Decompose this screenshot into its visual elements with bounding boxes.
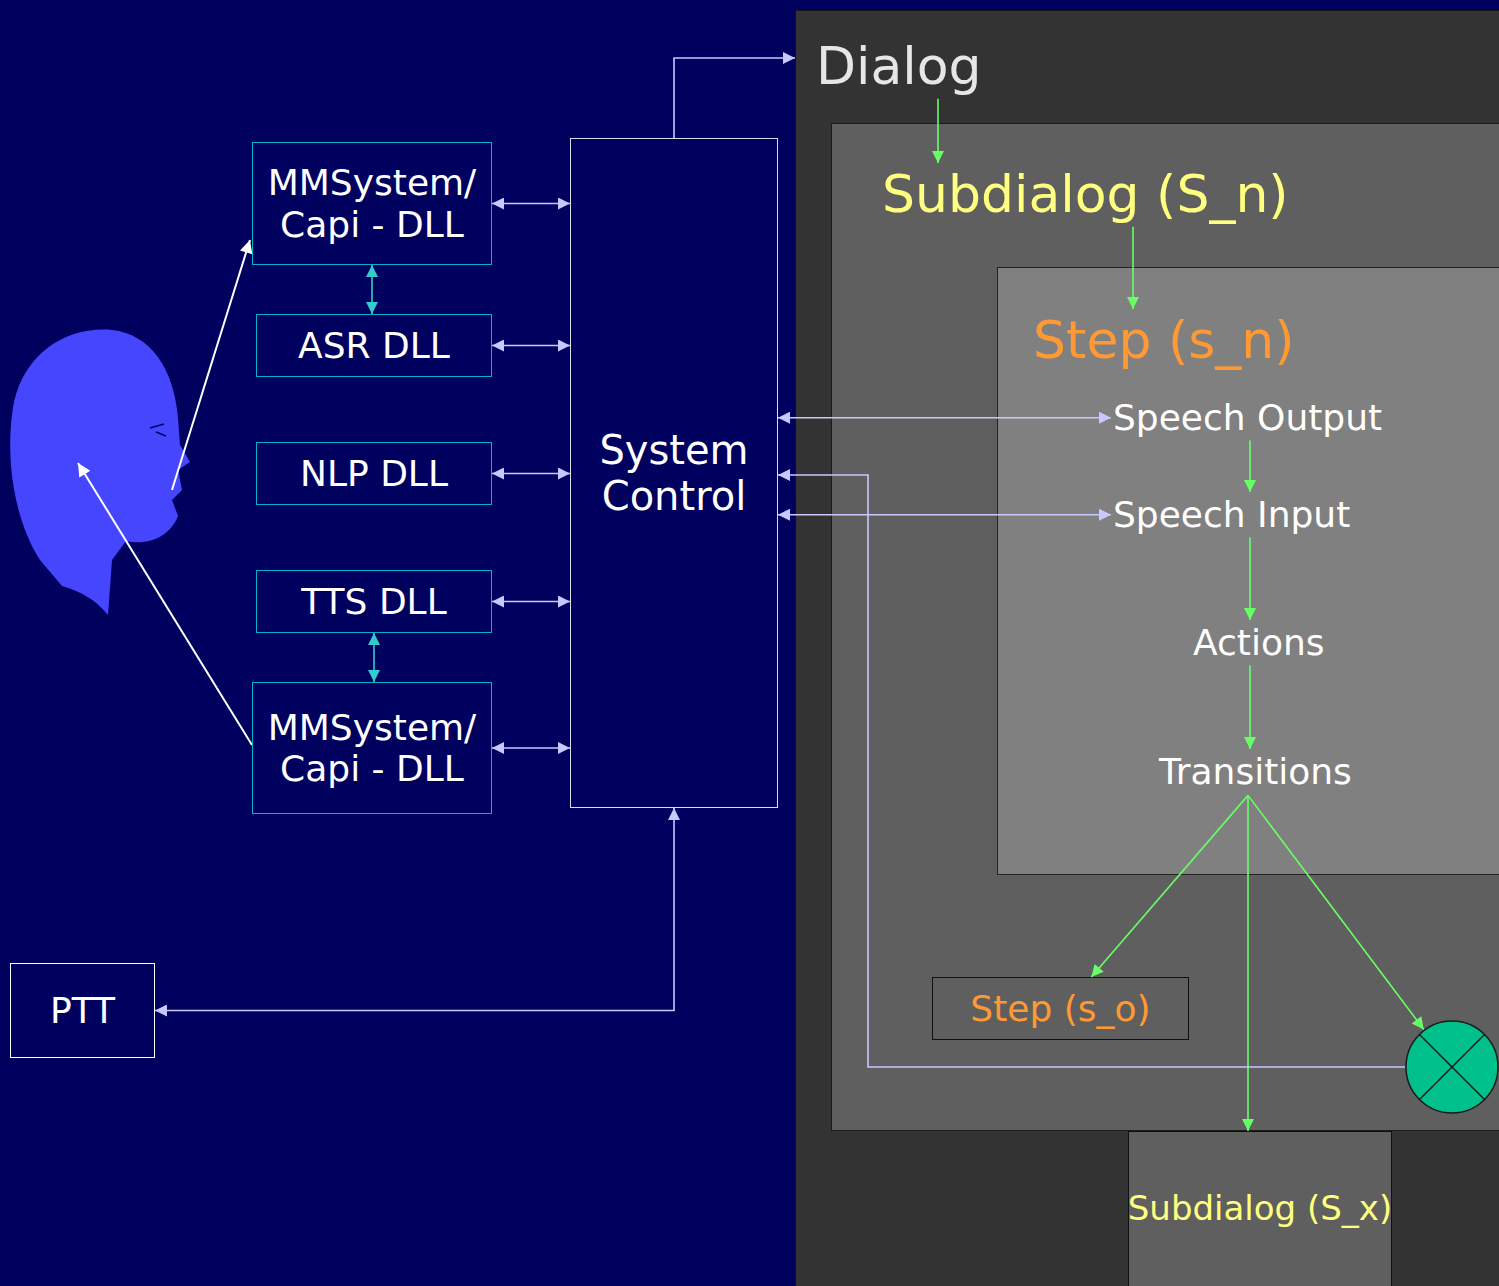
connector xyxy=(492,203,570,205)
connector xyxy=(1249,665,1251,749)
node-label: NLP DLL xyxy=(300,453,448,494)
dll-box: MMSystem/ Capi - DLL xyxy=(252,142,492,265)
dll-box: ASR DLL xyxy=(256,314,492,377)
step-stage: Speech Output xyxy=(1113,397,1382,438)
node-label: Speech Output xyxy=(1113,397,1382,438)
panel-heading: Subdialog (S_n) xyxy=(882,165,1289,225)
connector xyxy=(1249,537,1251,620)
connector xyxy=(492,747,570,749)
signal-arrow xyxy=(172,240,250,490)
exit-symbol xyxy=(1405,1020,1499,1114)
connector xyxy=(1248,795,1424,1029)
node-label: Subdialog (S_x) xyxy=(1128,1189,1392,1228)
step-stage: Actions xyxy=(1193,622,1325,663)
panel-heading: Step (s_n) xyxy=(1033,311,1295,371)
dll-box: NLP DLL xyxy=(256,442,492,505)
ptt-box: PTT xyxy=(10,963,155,1058)
merge-circle xyxy=(1405,1020,1499,1114)
head-silhouette xyxy=(10,330,190,615)
node-label: System Control xyxy=(579,427,769,519)
connector xyxy=(674,58,795,138)
node-label: PTT xyxy=(50,990,115,1031)
connector xyxy=(492,473,570,475)
signal-arrow xyxy=(78,463,252,745)
node-label: MMSystem/ Capi - DLL xyxy=(261,707,483,790)
connector xyxy=(371,265,373,314)
connector xyxy=(1249,440,1251,492)
dll-box: MMSystem/ Capi - DLL xyxy=(252,682,492,814)
subdialog-box: Subdialog (S_x) xyxy=(1128,1131,1392,1286)
connector xyxy=(1091,795,1248,977)
connector xyxy=(778,514,1111,516)
connector xyxy=(778,417,1111,419)
node-label: MMSystem/ Capi - DLL xyxy=(261,162,483,245)
step-stage: Speech Input xyxy=(1113,494,1350,535)
connector xyxy=(1247,795,1249,1131)
connector xyxy=(373,633,375,682)
step-stage: Transitions xyxy=(1159,751,1352,792)
connector xyxy=(492,601,570,603)
step-box: Step (s_o) xyxy=(932,977,1189,1040)
node-label: Step (s_o) xyxy=(970,988,1150,1029)
node-label: Speech Input xyxy=(1113,494,1350,535)
control-box: System Control xyxy=(570,138,778,808)
circle-outline xyxy=(1406,1021,1498,1113)
node-label: TTS DLL xyxy=(301,581,446,622)
step-panel: Step (s_n) Speech OutputSpeech InputActio… xyxy=(997,267,1499,875)
cross-mark xyxy=(1420,1035,1485,1100)
connector xyxy=(937,99,939,163)
dialog-panel: DialogSubdialog (S_n) Step (s_n) Speech Ou… xyxy=(795,10,1499,1286)
connector xyxy=(492,345,570,347)
connector xyxy=(1132,227,1134,309)
connector xyxy=(155,808,674,1011)
connector xyxy=(778,475,1405,1067)
subdialog-panel: Subdialog (S_n) Step (s_n) Speech OutputSp… xyxy=(831,123,1499,1131)
node-label: Transitions xyxy=(1159,751,1352,792)
node-label: ASR DLL xyxy=(298,325,450,366)
node-label: Actions xyxy=(1193,622,1325,663)
panel-heading: Dialog xyxy=(816,37,982,97)
eye-mark xyxy=(150,424,166,436)
dll-box: TTS DLL xyxy=(256,570,492,633)
